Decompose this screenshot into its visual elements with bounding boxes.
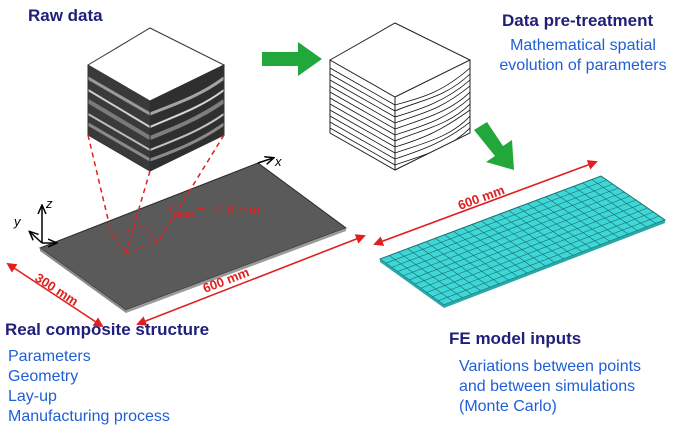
list-item: Manufacturing process (8, 408, 170, 425)
pretreatment-line: evolution of parameters (499, 57, 667, 74)
mesh-line (398, 251, 463, 299)
mesh-line (432, 211, 654, 297)
thickness-value: = ~4,8 mm (198, 202, 260, 217)
pretreatment-title: Data pre-treatment (502, 11, 654, 30)
list-item: Lay-up (8, 388, 57, 405)
mesh-line (407, 248, 472, 295)
fe-model-title: FE model inputs (449, 329, 582, 348)
mesh-line (438, 215, 660, 302)
axes-triad (30, 158, 273, 243)
thickness-symbol: T (166, 202, 175, 217)
fe-model-line: (Monte Carlo) (459, 398, 557, 415)
pretreatment-line: Mathematical spatial (510, 37, 656, 54)
fe-model-line: and between simulations (459, 378, 636, 395)
mesh-line (425, 241, 491, 288)
raw-data-block (87, 27, 226, 172)
width-dimension-arrow (6, 262, 104, 328)
fe-mesh (378, 175, 667, 308)
mesh-line (426, 207, 648, 293)
green-arrow-down-icon (474, 122, 514, 170)
axis-z-label: z (45, 196, 53, 211)
fe-model-line: Variations between points (459, 358, 642, 375)
thickness-subscript: plate (173, 209, 196, 220)
mesh-length-dimension-arrow (373, 160, 598, 246)
mesh-line (420, 203, 642, 289)
list-item: Geometry (8, 368, 79, 385)
axis-x-label: x (274, 154, 282, 169)
mesh-length-label: 600 mm (456, 182, 507, 213)
pretreatment-block (328, 22, 472, 171)
list-item: Parameters (8, 348, 91, 365)
mesh-line (389, 255, 454, 302)
real-structure-list: Parameters Geometry Lay-up Manufacturing… (8, 347, 170, 427)
pretreatment-description: Mathematical spatial evolution of parame… (488, 36, 678, 76)
mesh-line (591, 179, 656, 224)
axis-y-label: y (13, 214, 22, 229)
thickness-label: Tplate= ~4,8 mm (166, 202, 260, 220)
width-dimension-label: 300 mm (32, 270, 81, 309)
length-dimension-arrow (136, 234, 366, 326)
green-arrow-right-icon (262, 42, 322, 76)
raw-data-title: Raw data (28, 6, 103, 25)
real-structure-title: Real composite structure (5, 320, 210, 339)
composite-plate (38, 134, 348, 313)
fe-model-description: Variations between points and between si… (459, 357, 641, 417)
mesh-line (416, 244, 482, 292)
